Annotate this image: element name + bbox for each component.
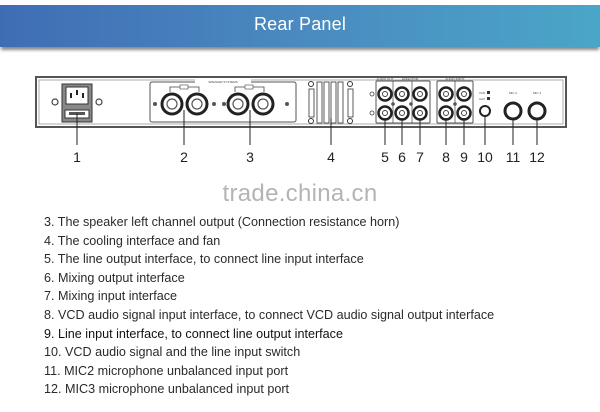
speaker-systems-label: SPEAKER SYSTEMS xyxy=(208,80,237,84)
vcd-input-jacks xyxy=(438,86,454,121)
screw-icon xyxy=(51,98,59,106)
callout-11: 11 xyxy=(506,149,521,165)
description-item: 12. MIC3 microphone unbalanced input por… xyxy=(44,382,290,397)
mic2-label: MIC 2 xyxy=(509,91,517,95)
description-item: 10. VCD audio signal and the line input … xyxy=(44,345,301,360)
line-input-jacks xyxy=(456,86,472,121)
description-list: 3. The speaker left channel output (Conn… xyxy=(44,213,494,399)
line-output-jacks xyxy=(377,86,393,121)
rear-panel-diagram: SPEAKER SYSTEMS AUDIO OUT xyxy=(35,76,567,165)
switch-label-aux: AUX xyxy=(479,97,485,101)
mixing-input-jacks xyxy=(412,86,428,121)
audio-input-group: AUDIO INPUT xyxy=(436,77,474,124)
callout-1: 1 xyxy=(73,149,81,165)
chassis-outline xyxy=(35,76,567,128)
mic3-label: MIC 3 xyxy=(533,91,541,95)
description-item: 8. VCD audio signal input interface, to … xyxy=(44,307,495,322)
audio-out-label: AUDIO OUT xyxy=(377,77,394,81)
callout-leaders xyxy=(76,110,538,145)
callout-2: 2 xyxy=(180,149,188,165)
audio-effector-group: AUDIO OUT EFFECTOR xyxy=(369,77,431,124)
callout-7: 7 xyxy=(416,149,424,165)
description-item: 9. Line input interface, to connect line… xyxy=(44,326,343,341)
audio-input-label: AUDIO INPUT xyxy=(445,77,465,81)
callout-3: 3 xyxy=(246,149,254,165)
switch-label-vcd: VCD xyxy=(479,91,486,95)
callout-8: 8 xyxy=(442,149,450,165)
callout-9: 9 xyxy=(460,149,468,165)
vcd-aux-switch: VCD AUX xyxy=(479,91,491,117)
callout-12: 12 xyxy=(529,149,545,165)
mixing-output-jacks xyxy=(394,86,410,121)
callout-10: 10 xyxy=(477,149,493,165)
callout-5: 5 xyxy=(381,149,389,165)
header-banner: Rear Panel xyxy=(0,5,600,47)
description-item: 11. MIC2 microphone unbalanced input por… xyxy=(44,363,289,378)
chassis-inner xyxy=(38,79,564,125)
description-item: 3. The speaker left channel output (Conn… xyxy=(44,215,400,229)
description-item: 4. The cooling interface and fan xyxy=(44,233,221,248)
description-item: 7. Mixing input interface xyxy=(44,289,178,304)
callout-6: 6 xyxy=(398,149,406,165)
cooling-vent xyxy=(308,81,354,124)
page-title: Rear Panel xyxy=(253,14,347,34)
screw-icon xyxy=(95,98,103,106)
watermark: trade.china.cn xyxy=(222,180,378,207)
description-item: 6. Mixing output interface xyxy=(44,270,185,285)
effector-label: EFFECTOR xyxy=(402,77,419,81)
callout-4: 4 xyxy=(327,149,335,165)
description-item: 5. The line output interface, to connect… xyxy=(44,252,364,267)
speaker-systems-group: SPEAKER SYSTEMS xyxy=(149,79,297,123)
